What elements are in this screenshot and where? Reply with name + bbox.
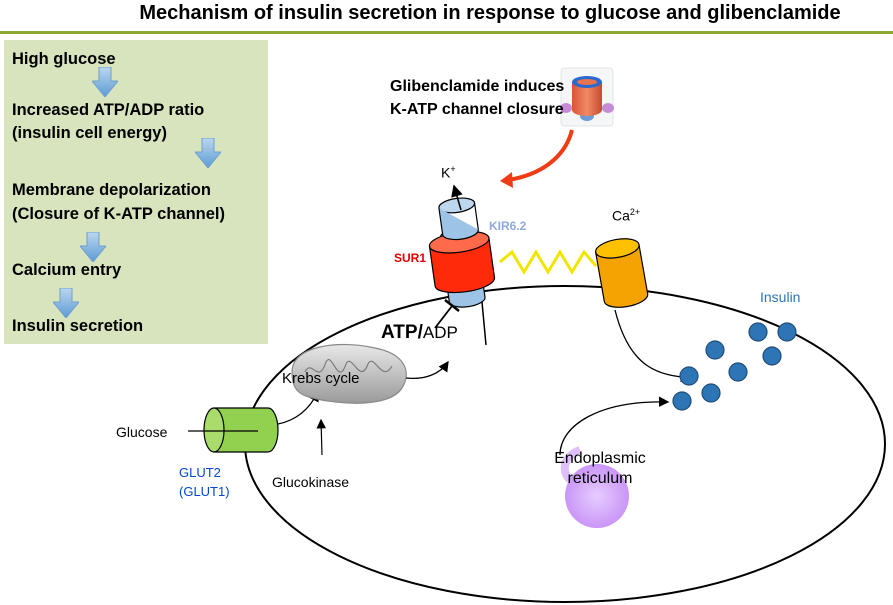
atp-inhibition-bar (444, 299, 460, 312)
er-to-insulin-arrow (559, 396, 670, 456)
glucokinase-arrow (316, 418, 327, 456)
steps-panel: High glucose Increased ATP/ADP ratio (in… (4, 40, 268, 344)
insulin-label: Insulin (760, 289, 801, 305)
calcium-to-insulin-arrow (614, 309, 692, 383)
down-arrow-icon (195, 138, 221, 168)
endoplasmic-reticulum (560, 446, 629, 528)
er-label-line1: Endoplasmic (554, 450, 646, 467)
adp-text: ADP (422, 323, 458, 342)
calcium-label: Ca2+ (612, 207, 640, 224)
glibenclamide-note-line1: Glibenclamide induces (390, 78, 565, 95)
k-atp-channel (428, 184, 496, 346)
atp-adp-label: ATP/ADP (381, 322, 458, 344)
atp-inhibition-line (434, 305, 453, 329)
krebs-to-atp-arrow (405, 360, 449, 380)
down-arrow-icon (92, 67, 118, 97)
step-depolarization: Membrane depolarization (12, 181, 211, 199)
step-atp-ratio-note: (insulin cell energy) (12, 124, 167, 142)
step-insulin-secretion: Insulin secretion (12, 317, 144, 335)
er-label-line2: reticulum (567, 470, 633, 487)
title-underline (0, 31, 893, 34)
step-high-glucose: High glucose (12, 50, 116, 68)
k-ion-text: K (441, 164, 451, 181)
down-arrow-icon (80, 232, 106, 262)
step-atp-ratio: Increased ATP/ADP ratio (12, 101, 205, 119)
ca-charge-text: 2+ (629, 207, 641, 217)
k-charge-text: + (450, 164, 456, 174)
sur-label: SUR1 (394, 251, 427, 265)
kir-label: KIR6.2 (489, 219, 527, 233)
atp-slash-text: / (417, 322, 423, 343)
glibenclamide-note-line2: K-ATP channel closure (390, 101, 564, 118)
depolarization-zigzag (499, 249, 598, 275)
ca-ion-text: Ca (612, 207, 630, 224)
glut-channel (188, 407, 279, 453)
insulin-granules (672, 322, 797, 411)
figure-title: Mechanism of insulin secretion in respon… (139, 2, 841, 24)
atp-text: ATP (381, 322, 418, 343)
calcium-channel (594, 238, 649, 308)
glut1-label: (GLUT1) (179, 484, 230, 499)
down-arrow-icon (53, 288, 79, 318)
glibenclamide-icon (560, 67, 614, 127)
step-depolarization-note: (Closure of K-ATP channel) (12, 205, 225, 223)
potassium-label: K+ (441, 164, 456, 181)
glucose-label: Glucose (116, 424, 168, 440)
step-calcium-entry: Calcium entry (12, 261, 122, 279)
mitochondrion (291, 343, 407, 404)
glibenclamide-arrow (507, 129, 574, 182)
krebs-cycle-label: Krebs cycle (282, 370, 360, 387)
glucokinase-label: Glucokinase (272, 474, 350, 490)
glut2-label: GLUT2 (179, 465, 221, 480)
